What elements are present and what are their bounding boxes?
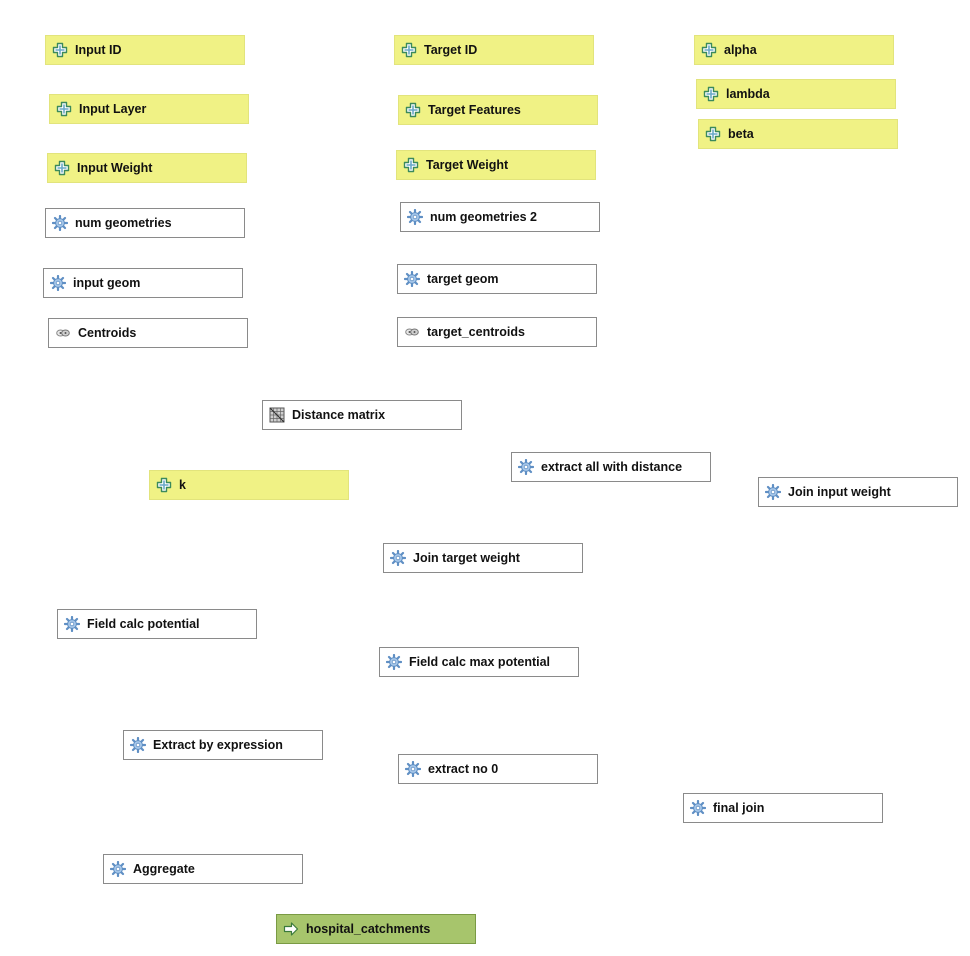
node-label: Extract by expression [153, 737, 283, 752]
node-label: target_centroids [427, 324, 525, 339]
node-label: num geometries [75, 215, 172, 230]
plus-icon [405, 102, 421, 118]
matrix-icon [269, 407, 285, 423]
aggregate-node[interactable]: Aggregate [103, 854, 303, 884]
gear-icon [390, 550, 406, 566]
target-geom-node[interactable]: target geom [397, 264, 597, 294]
node-label: Input Weight [77, 160, 153, 175]
node-label: Distance matrix [292, 407, 386, 422]
num-geometries-node[interactable]: num geometries [45, 208, 245, 238]
hospital-catchments-output-node[interactable]: hospital_catchments [276, 914, 476, 944]
plus-icon [56, 101, 72, 117]
lambda-node[interactable]: lambda [696, 79, 896, 109]
plus-icon [52, 42, 68, 58]
join-target-weight-node[interactable]: Join target weight [383, 543, 583, 573]
gear-icon [64, 616, 80, 632]
gear-icon [690, 800, 706, 816]
plus-icon [701, 42, 717, 58]
join-input-weight-node[interactable]: Join input weight [758, 477, 958, 507]
extract-all-with-distance-node[interactable]: extract all with distance [511, 452, 711, 482]
plus-icon [403, 157, 419, 173]
gear-icon [407, 209, 423, 225]
gear-icon [50, 275, 66, 291]
input-weight-node[interactable]: Input Weight [47, 153, 247, 183]
node-label: Join target weight [413, 550, 520, 565]
input-layer-node[interactable]: Input Layer [49, 94, 249, 124]
gear-icon [386, 654, 402, 670]
alpha-node[interactable]: alpha [694, 35, 894, 65]
node-label: extract all with distance [541, 459, 683, 474]
node-label: Centroids [78, 325, 137, 340]
arrow-right-icon [283, 921, 299, 937]
node-label: Input ID [75, 42, 122, 57]
centroid-icon [55, 325, 71, 341]
centroids-node[interactable]: Centroids [48, 318, 248, 348]
node-label: Join input weight [788, 484, 891, 499]
plus-icon [705, 126, 721, 142]
plus-icon [156, 477, 172, 493]
plus-icon [54, 160, 70, 176]
node-label: Target ID [424, 42, 478, 57]
target-id-node[interactable]: Target ID [394, 35, 594, 65]
final-join-node[interactable]: final join [683, 793, 883, 823]
k-node[interactable]: k [149, 470, 349, 500]
node-label: Target Features [428, 102, 521, 117]
node-label: target geom [427, 271, 499, 286]
plus-icon [703, 86, 719, 102]
node-label: k [179, 477, 186, 492]
node-label: beta [728, 126, 754, 141]
target-centroids-node[interactable]: target_centroids [397, 317, 597, 347]
node-label: lambda [726, 86, 770, 101]
node-label: Field calc max potential [409, 654, 551, 669]
node-label: alpha [724, 42, 757, 57]
node-label: final join [713, 800, 765, 815]
gear-icon [52, 215, 68, 231]
distance-matrix-node[interactable]: Distance matrix [262, 400, 462, 430]
gear-icon [110, 861, 126, 877]
input-geom-node[interactable]: input geom [43, 268, 243, 298]
extract-no-0-node[interactable]: extract no 0 [398, 754, 598, 784]
centroid-icon [404, 324, 420, 340]
plus-icon [401, 42, 417, 58]
input-id-node[interactable]: Input ID [45, 35, 245, 65]
gear-icon [518, 459, 534, 475]
node-label: Input Layer [79, 101, 147, 116]
node-label: Target Weight [426, 157, 509, 172]
node-label: num geometries 2 [430, 209, 537, 224]
node-label: hospital_catchments [306, 921, 431, 936]
extract-by-expression-node[interactable]: Extract by expression [123, 730, 323, 760]
gear-icon [765, 484, 781, 500]
node-label: input geom [73, 275, 141, 290]
field-calc-max-potential-node[interactable]: Field calc max potential [379, 647, 579, 677]
node-label: extract no 0 [428, 761, 499, 776]
node-label: Field calc potential [87, 616, 200, 631]
node-label: Aggregate [133, 861, 195, 876]
target-features-node[interactable]: Target Features [398, 95, 598, 125]
gear-icon [405, 761, 421, 777]
num-geometries-2-node[interactable]: num geometries 2 [400, 202, 600, 232]
gear-icon [404, 271, 420, 287]
gear-icon [130, 737, 146, 753]
field-calc-potential-node[interactable]: Field calc potential [57, 609, 257, 639]
target-weight-node[interactable]: Target Weight [396, 150, 596, 180]
beta-node[interactable]: beta [698, 119, 898, 149]
